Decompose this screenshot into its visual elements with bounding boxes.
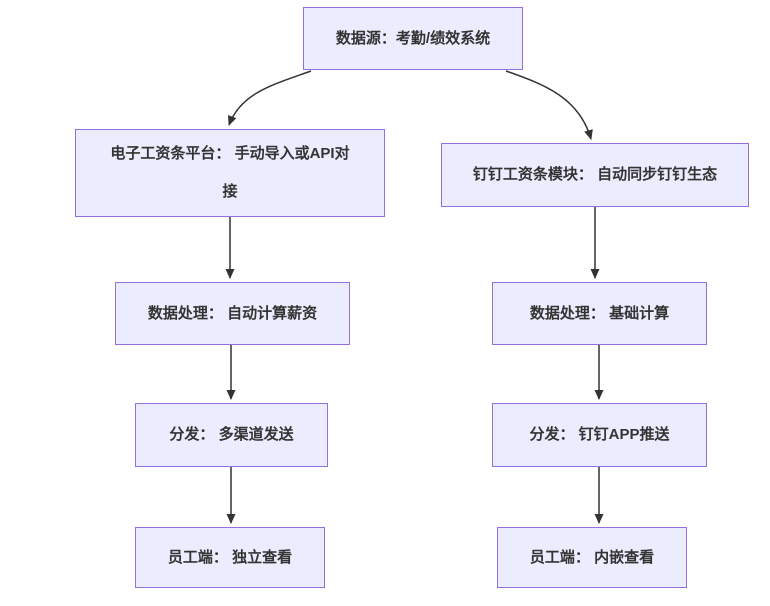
flow-node-data-processing-right: 数据处理： 基础计算 (492, 282, 707, 345)
node-label-data-processing-left: 数据处理： 自动计算薪资 (147, 304, 318, 322)
flow-node-data-processing-left: 数据处理： 自动计算薪资 (115, 282, 350, 345)
edge-source-to-dingtalk (505, 70, 593, 140)
node-label-employee-left: 员工端： 独立查看 (167, 548, 293, 566)
node-label-e-payslip-platform: 电子工资条平台： 手动导入或API对接 (110, 145, 350, 200)
flow-node-distribution-right: 分发： 钉钉APP推送 (492, 403, 707, 467)
flow-node-data-source: 数据源：考勤/绩效系统 (303, 7, 523, 70)
flow-node-employee-left: 员工端： 独立查看 (135, 527, 325, 588)
node-label-employee-right: 员工端： 内嵌查看 (529, 548, 655, 566)
flow-node-dingtalk-module: 钉钉工资条模块： 自动同步钉钉生态 (441, 143, 749, 207)
node-label-dingtalk-module: 钉钉工资条模块： 自动同步钉钉生态 (472, 166, 718, 183)
flow-node-distribution-left: 分发： 多渠道发送 (135, 403, 328, 467)
node-label-data-processing-right: 数据处理： 基础计算 (529, 304, 670, 322)
flow-node-employee-right: 员工端： 内嵌查看 (497, 527, 687, 588)
node-label-distribution-left: 分发： 多渠道发送 (169, 426, 294, 443)
node-label-distribution-right: 分发： 钉钉APP推送 (529, 426, 670, 443)
edge-source-to-platform (227, 70, 312, 126)
node-label-data-source: 数据源：考勤/绩效系统 (335, 29, 491, 47)
flow-node-e-payslip-platform: 电子工资条平台： 手动导入或API对接 (75, 129, 385, 217)
